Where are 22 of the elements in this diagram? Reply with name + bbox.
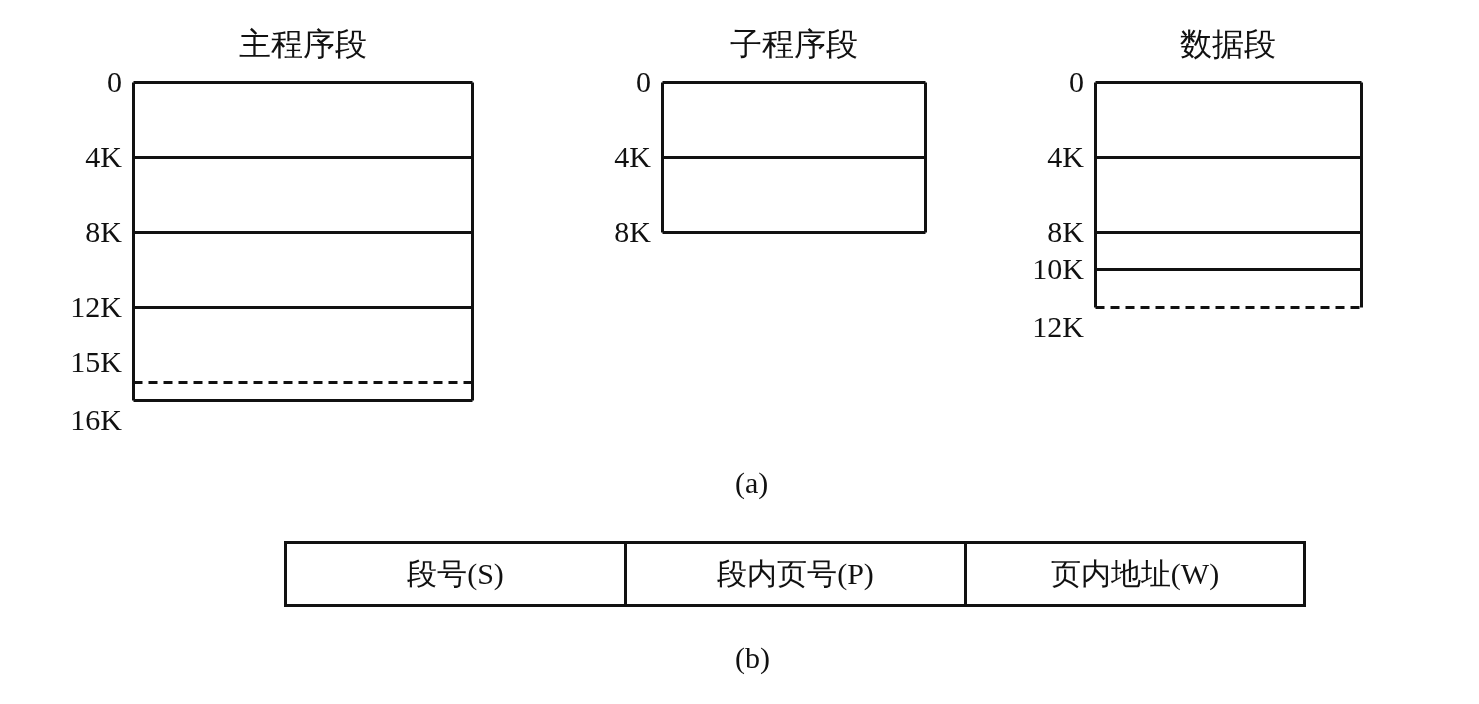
segment-title: 子程序段 [728, 26, 859, 62]
address-format-cell: 页内地址(W) [964, 541, 1306, 607]
address-format-cell: 段内页号(P) [624, 541, 967, 607]
address-label: 4K [614, 141, 651, 173]
address-label: 4K [85, 141, 122, 173]
segment-title: 主程序段 [237, 26, 368, 62]
address-label: 8K [1047, 216, 1084, 248]
address-label: 12K [70, 291, 122, 323]
address-label: 8K [614, 216, 651, 248]
address-label: 15K [70, 346, 122, 378]
address-format-cell: 段号(S) [284, 541, 627, 607]
address-label: 0 [107, 66, 122, 98]
address-label: 0 [636, 66, 651, 98]
figure-caption: (b) [735, 641, 770, 675]
address-label: 16K [70, 404, 122, 436]
figure-caption: (a) [735, 466, 769, 500]
address-label: 4K [1047, 141, 1084, 173]
segment-title: 数据段 [1179, 26, 1277, 62]
address-label: 12K [1032, 311, 1084, 343]
address-label: 10K [1032, 253, 1084, 285]
address-label: 0 [1069, 66, 1084, 98]
address-label: 8K [85, 216, 122, 248]
